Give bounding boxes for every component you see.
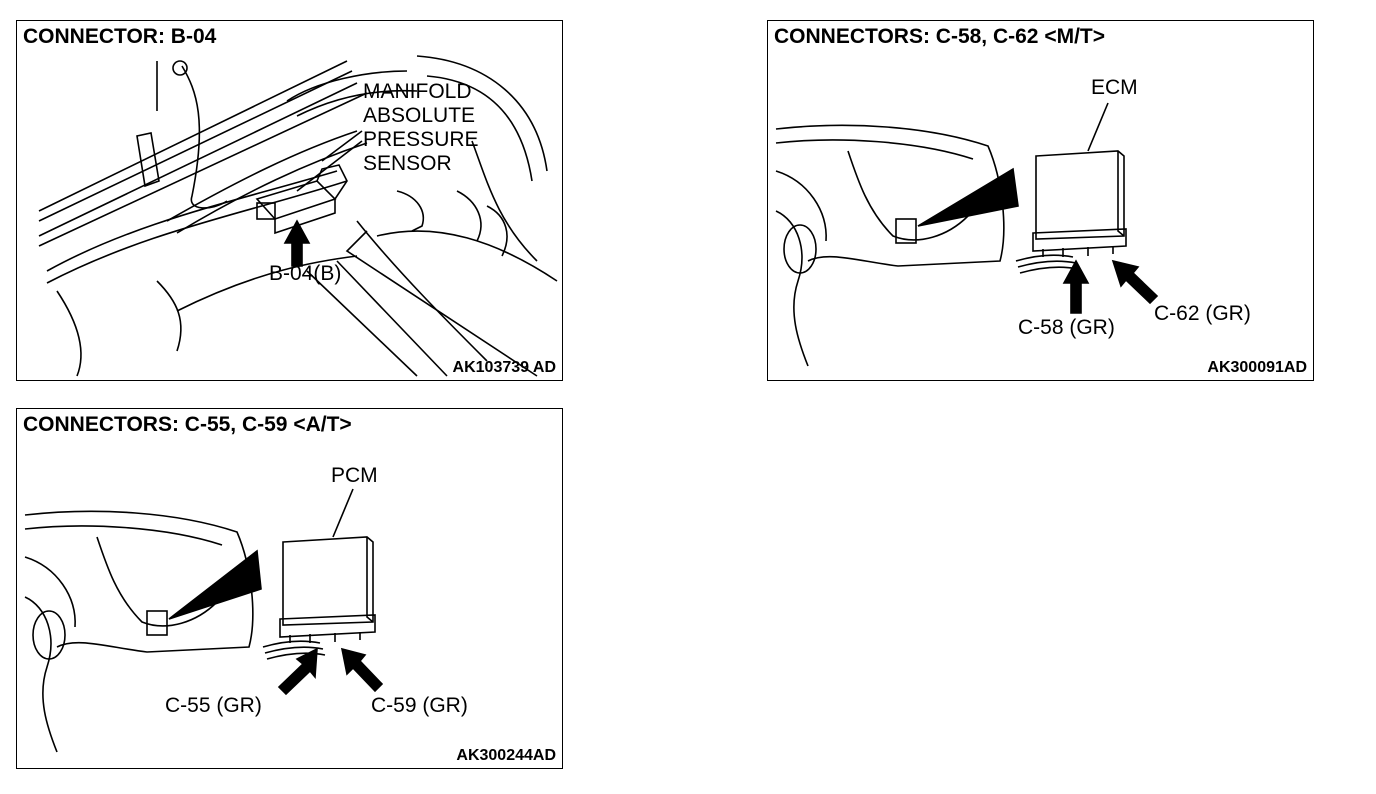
- dash-connector: [146, 610, 168, 636]
- sensor-label-line-3: PRESSURE: [363, 128, 479, 151]
- panel-connectors-c58-c62: CONNECTORS: C-58, C-62 <M/T> ECM C-58 (G…: [767, 20, 1314, 381]
- sensor-label-line-2: ABSOLUTE: [363, 104, 476, 127]
- dashboard-pcm-illustration: [24, 488, 384, 753]
- connector-label-c59: C-59 (GR): [371, 694, 468, 717]
- connector-label-c55: C-55 (GR): [165, 694, 262, 717]
- sensor-label-line-1: MANIFOLD: [363, 80, 472, 103]
- dashboard-ecm-illustration: [775, 102, 1159, 367]
- pcm-box: [282, 536, 374, 626]
- arrow-to-c59: [340, 647, 384, 693]
- ecm-connector-block: [1032, 228, 1127, 252]
- module-label-ecm: ECM: [1091, 76, 1138, 99]
- figure-code: AK103739 AD: [452, 359, 556, 376]
- arrow-to-c62: [1111, 259, 1159, 305]
- wire-harness: [181, 65, 228, 209]
- sensor-connector: [256, 202, 276, 220]
- hose-clamp: [396, 190, 424, 232]
- cowl-edge-line: [38, 60, 348, 212]
- panel-title: CONNECTOR: B-04: [23, 25, 217, 48]
- dash-connector: [895, 218, 917, 244]
- connector-label-b04: B-04(B): [269, 262, 342, 285]
- panel-connectors-c55-c59: CONNECTORS: C-55, C-59 <A/T> PCM C-55 (G…: [16, 408, 563, 769]
- figure-code: AK300244AD: [456, 747, 556, 764]
- ground-terminal: [172, 60, 188, 76]
- pcm-connector-block: [279, 614, 376, 638]
- figure-code: AK300091AD: [1207, 359, 1307, 376]
- connector-label-c62: C-62 (GR): [1154, 302, 1251, 325]
- zoom-wedge: [917, 167, 1019, 227]
- panel-title: CONNECTORS: C-58, C-62 <M/T>: [774, 25, 1106, 48]
- sensor-label-line-4: SENSOR: [363, 152, 452, 175]
- arrow-to-c58: [1062, 259, 1090, 314]
- arrow-to-b04: [283, 219, 311, 267]
- panel-connector-b04: CONNECTOR: B-04 MANIFOLD ABSOLUTE PRESSU…: [16, 20, 563, 381]
- bracket-shape: [136, 132, 160, 188]
- zoom-wedge: [168, 549, 262, 620]
- module-label-pcm: PCM: [331, 464, 378, 487]
- ecm-box: [1035, 150, 1125, 240]
- sensor-body: [255, 180, 337, 220]
- engine-bay-illustration: [38, 55, 558, 377]
- panel-title: CONNECTORS: C-55, C-59 <A/T>: [23, 413, 352, 436]
- arrow-to-c55: [277, 647, 318, 696]
- connector-label-c58: C-58 (GR): [1018, 316, 1115, 339]
